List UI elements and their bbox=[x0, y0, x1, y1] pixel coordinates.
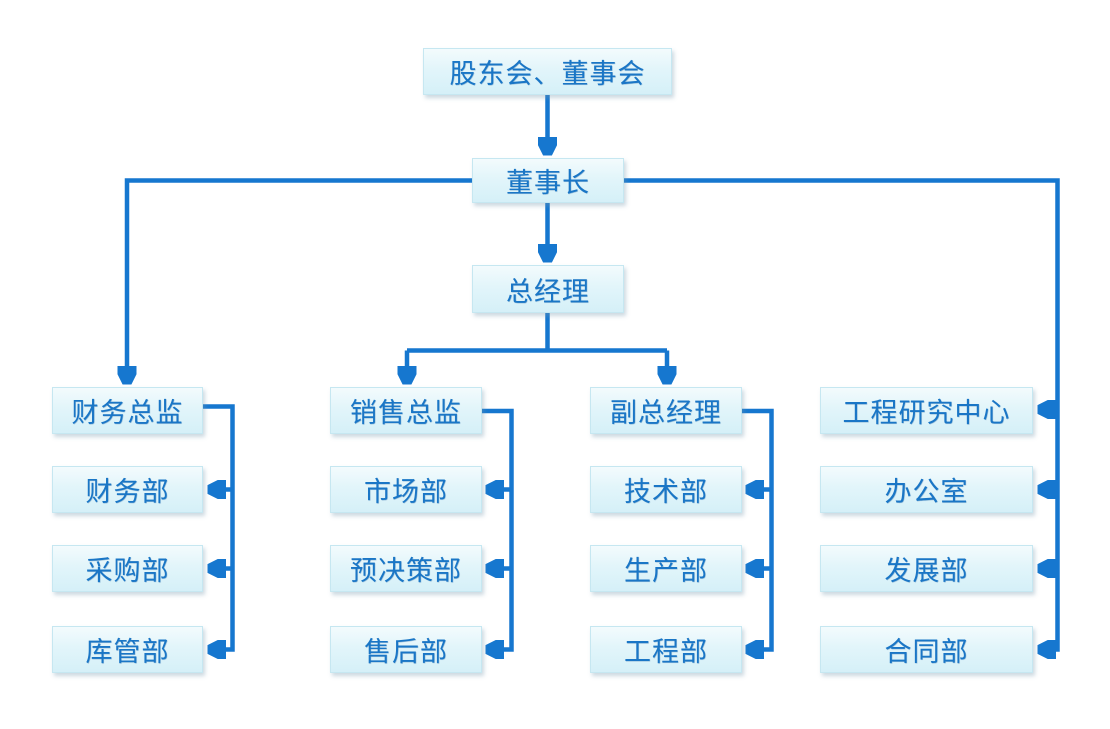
node-after-sales-dept: 售后部 bbox=[330, 626, 482, 673]
node-deputy-gm: 副总经理 bbox=[590, 387, 742, 434]
node-contract-dept: 合同部 bbox=[820, 626, 1033, 673]
node-shareholders-board: 股东会、董事会 bbox=[423, 48, 672, 95]
node-general-manager: 总经理 bbox=[472, 265, 624, 313]
node-chairman: 董事长 bbox=[472, 158, 624, 203]
node-pre-decision-dept: 预决策部 bbox=[330, 545, 482, 592]
node-cfo: 财务总监 bbox=[52, 387, 203, 434]
edge-deputy-bracket bbox=[742, 408, 774, 650]
node-finance-dept: 财务部 bbox=[52, 466, 203, 513]
node-sales-director: 销售总监 bbox=[330, 387, 482, 434]
edge-chairman-cfo bbox=[127, 178, 472, 381]
edge-chairman-right-trunk bbox=[624, 178, 1060, 650]
node-purchasing-dept: 采购部 bbox=[52, 545, 203, 592]
node-development-dept: 发展部 bbox=[820, 545, 1033, 592]
node-warehouse-dept: 库管部 bbox=[52, 626, 203, 673]
node-technical-dept: 技术部 bbox=[590, 466, 742, 513]
edge-cfo-bracket bbox=[203, 404, 235, 650]
node-office: 办公室 bbox=[820, 466, 1033, 513]
edge-sales-bracket bbox=[482, 408, 514, 650]
node-production-dept: 生产部 bbox=[590, 545, 742, 592]
node-marketing-dept: 市场部 bbox=[330, 466, 482, 513]
node-eng-research-center: 工程研究中心 bbox=[820, 387, 1033, 434]
node-engineering-dept: 工程部 bbox=[590, 626, 742, 673]
